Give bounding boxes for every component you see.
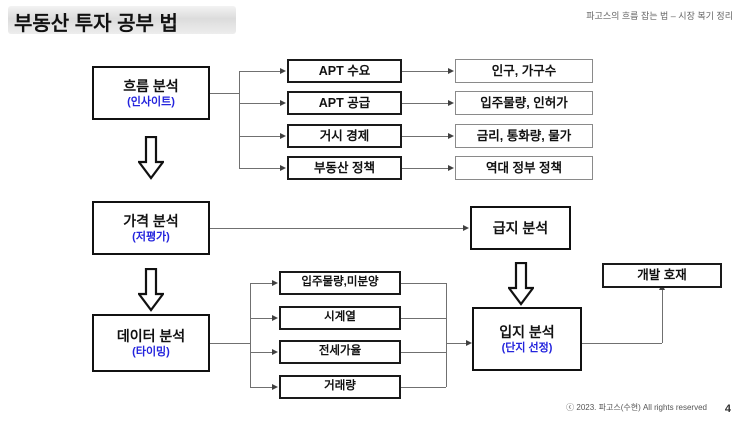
connector-data-merge-1 [401, 283, 446, 284]
data-box-timeseries-label: 시계열 [324, 311, 356, 324]
detail-box-population[interactable]: 인구, 가구수 [455, 59, 593, 83]
detail-box-government-policy[interactable]: 역대 정부 정책 [455, 156, 593, 180]
node-flow-analysis-label: 흐름 분석 [123, 77, 179, 94]
detail-box-population-label: 인구, 가구수 [491, 63, 557, 78]
connector-flow-branch-1 [239, 71, 282, 72]
branch-box-macro-economy-label: 거시 경제 [319, 128, 370, 143]
node-location-analysis-label: 입지 분석 [499, 323, 555, 340]
detail-box-rates-money-prices-label: 금리, 통화량, 물가 [476, 128, 572, 143]
connector-location-to-development [582, 343, 662, 344]
arrowhead-detail-3 [448, 132, 454, 139]
connector-flow-to-bus [210, 93, 239, 94]
branch-box-realestate-policy[interactable]: 부동산 정책 [287, 156, 402, 180]
node-price-analysis[interactable]: 가격 분석 (저평가) [92, 201, 210, 255]
branch-box-apt-demand[interactable]: APT 수요 [287, 59, 402, 83]
connector-data-branch-4 [250, 387, 274, 388]
header-subtitle: 파고스의 흐름 잡는 법 – 시장 복기 정리 [586, 11, 733, 21]
connector-data-bus-left [250, 283, 251, 387]
data-box-transaction-volume-label: 거래량 [324, 380, 356, 393]
arrowhead-data-branch-2 [272, 314, 278, 321]
arrowhead-flow-branch-1 [280, 67, 286, 74]
node-development-news[interactable]: 개발 호재 [602, 263, 722, 288]
copyright-note: ⓒ 2023. 파고스(수현) All rights reserved [566, 403, 707, 412]
connector-detail-4 [402, 168, 450, 169]
arrowhead-price-to-grade [463, 224, 469, 231]
connector-data-merge-4 [401, 387, 446, 388]
detail-box-supply-permits[interactable]: 입주물량, 인허가 [455, 91, 593, 115]
connector-development-vertical [662, 289, 663, 343]
connector-flow-bus-vertical [239, 71, 240, 168]
node-data-analysis-sublabel: (타이밍) [132, 345, 170, 358]
connector-data-merge-3 [401, 352, 446, 353]
data-box-supply-unsold-label: 입주물량,미분양 [301, 276, 379, 289]
connector-flow-branch-2 [239, 103, 282, 104]
connector-flow-branch-4 [239, 168, 282, 169]
detail-box-rates-money-prices[interactable]: 금리, 통화량, 물가 [455, 124, 593, 148]
branch-box-apt-supply[interactable]: APT 공급 [287, 91, 402, 115]
node-flow-analysis[interactable]: 흐름 분석 (인사이트) [92, 66, 210, 120]
page-number: 4 [724, 403, 731, 415]
branch-box-realestate-policy-label: 부동산 정책 [314, 160, 375, 175]
node-grade-analysis-label: 급지 분석 [492, 219, 549, 236]
node-price-analysis-label: 가격 분석 [123, 212, 179, 229]
node-data-analysis[interactable]: 데이터 분석 (타이밍) [92, 314, 210, 372]
arrowhead-detail-1 [448, 67, 454, 74]
connector-data-branch-2 [250, 318, 274, 319]
node-location-analysis[interactable]: 입지 분석 (단지 선정) [472, 307, 582, 371]
arrowhead-detail-2 [448, 99, 454, 106]
connector-data-branch-3 [250, 352, 274, 353]
node-flow-analysis-sublabel: (인사이트) [127, 95, 175, 108]
arrowhead-flow-branch-3 [280, 132, 286, 139]
node-data-analysis-label: 데이터 분석 [116, 327, 186, 344]
branch-box-apt-supply-label: APT 공급 [318, 95, 371, 110]
data-box-timeseries[interactable]: 시계열 [279, 306, 401, 330]
arrowhead-bus-to-location [466, 339, 472, 346]
connector-detail-3 [402, 136, 450, 137]
connector-price-to-grade [210, 228, 466, 229]
data-box-jeonse-ratio-label: 전세가율 [318, 345, 362, 358]
node-location-analysis-sublabel: (단지 선정) [501, 341, 553, 354]
node-price-analysis-sublabel: (저평가) [132, 230, 170, 243]
branch-box-apt-demand-label: APT 수요 [318, 63, 371, 78]
connector-data-to-bus [210, 343, 250, 344]
arrowhead-data-branch-3 [272, 348, 278, 355]
connector-data-branch-1 [250, 283, 274, 284]
data-box-supply-unsold[interactable]: 입주물량,미분양 [279, 271, 401, 295]
connector-flow-branch-3 [239, 136, 282, 137]
arrowhead-flow-branch-4 [280, 164, 286, 171]
connector-detail-1 [402, 71, 450, 72]
arrowhead-data-branch-4 [272, 383, 278, 390]
connector-data-bus-right [446, 283, 447, 387]
connector-detail-2 [402, 103, 450, 104]
down-arrow-grade-to-location-icon [508, 262, 534, 306]
data-box-jeonse-ratio[interactable]: 전세가율 [279, 340, 401, 364]
page-title: 부동산 투자 공부 법 [14, 13, 178, 35]
down-arrow-price-to-data-icon [138, 268, 164, 312]
detail-box-supply-permits-label: 입주물량, 인허가 [480, 95, 568, 110]
node-grade-analysis[interactable]: 급지 분석 [470, 206, 571, 250]
arrowhead-data-branch-1 [272, 279, 278, 286]
connector-data-merge-2 [401, 318, 446, 319]
connector-bus-to-location [446, 343, 468, 344]
data-box-transaction-volume[interactable]: 거래량 [279, 375, 401, 399]
node-development-news-label: 개발 호재 [637, 268, 687, 283]
arrowhead-flow-branch-2 [280, 99, 286, 106]
title-highlight-band [8, 6, 236, 34]
down-arrow-flow-to-price-icon [138, 136, 164, 180]
branch-box-macro-economy[interactable]: 거시 경제 [287, 124, 402, 148]
arrowhead-detail-4 [448, 164, 454, 171]
detail-box-government-policy-label: 역대 정부 정책 [486, 160, 562, 175]
